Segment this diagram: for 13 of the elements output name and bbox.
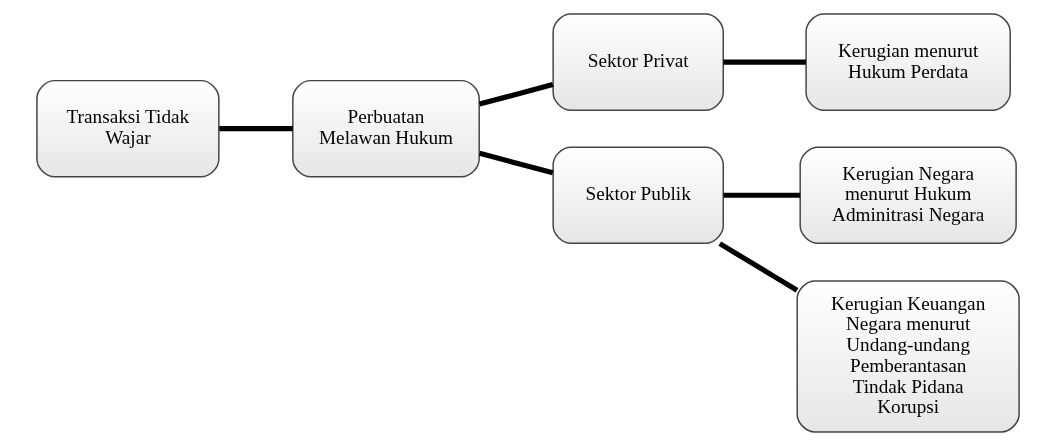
node-box: Sektor Publik xyxy=(552,146,724,245)
node-box: Kerugian Negara menurut Hukum Adminitrasi Negara xyxy=(799,146,1017,245)
node-box: Sektor Privat xyxy=(552,13,724,111)
connector xyxy=(478,150,554,176)
connector xyxy=(723,59,806,65)
node-box: Transaksi Tidak Wajar xyxy=(36,79,220,178)
node-box: Kerugian menurut Hukum Perdata xyxy=(805,13,1011,111)
node-box: Perbuatan Melawan Hukum xyxy=(292,79,480,178)
connector xyxy=(219,126,293,132)
node-box: Kerugian Keuangan Negara menurut Undang-undang Pemberantasan Tindak Pidana Korupsi xyxy=(796,280,1020,433)
connector xyxy=(723,192,801,198)
connector xyxy=(478,82,554,107)
connector xyxy=(718,241,799,293)
